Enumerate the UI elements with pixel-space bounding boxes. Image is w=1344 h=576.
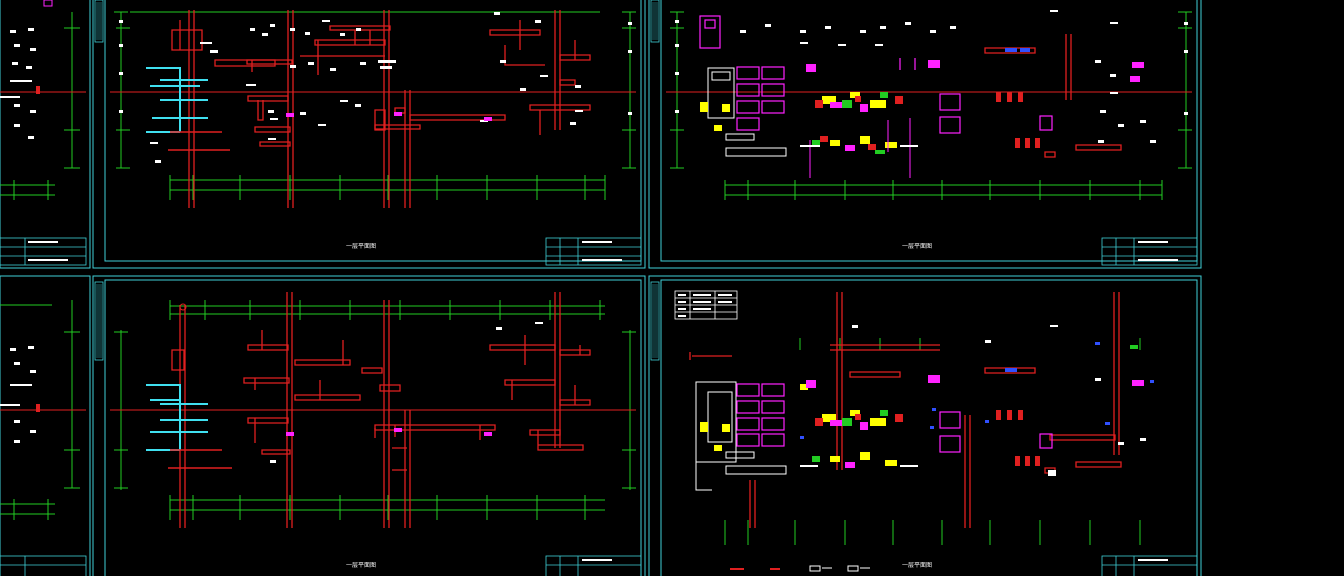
sheet-title-top-middle: 一层平面图 [346,243,376,250]
equipment-top-right [699,15,1053,134]
sheet-bottom-right-content [674,290,1154,572]
inner-frame-sheet-top-right [660,0,1198,262]
pipe-network-bottom-middle [171,292,591,528]
frame-sheet-top-right[interactable] [648,0,1202,269]
frame-partial-left-bottom[interactable] [0,275,91,576]
frame-partial-left-top[interactable] [0,0,91,269]
sheet-bottom-middle-content [110,292,636,528]
frame-sheet-bottom-middle[interactable] [92,275,646,576]
sheet-title-bottom-right: 一层平面图 [902,562,932,569]
structural-grid-top-right [670,11,1192,196]
sheet-title-top-right: 一层平面图 [902,243,932,250]
inner-frame-sheet-top-middle [104,0,642,262]
legend-table-bottom-right [674,290,738,320]
sheet-top-right-content [666,10,1192,200]
pipe-network-top-middle [171,10,591,208]
frame-sheet-top-middle[interactable] [92,0,646,269]
tags-top-right [740,10,1156,147]
binding-strip-bottom-middle [94,281,104,361]
inner-frame-sheet-bottom-middle [104,279,642,576]
pipe-network-bottom-right [689,292,1122,528]
frame-sheet-bottom-right[interactable] [648,275,1202,576]
duct-top-middle [146,67,208,133]
inner-frame-sheet-bottom-right [660,279,1198,576]
tags-top-middle [150,12,583,163]
binding-strip-bottom-right [650,281,660,361]
sheet-top-middle-content [110,10,636,208]
binding-strip-top-middle [94,0,104,43]
sheet-title-bottom-middle: 一层平面图 [346,562,376,569]
title-blocks [0,237,1198,576]
binding-strip-top-right [650,0,660,43]
partial-left-content [0,0,86,520]
